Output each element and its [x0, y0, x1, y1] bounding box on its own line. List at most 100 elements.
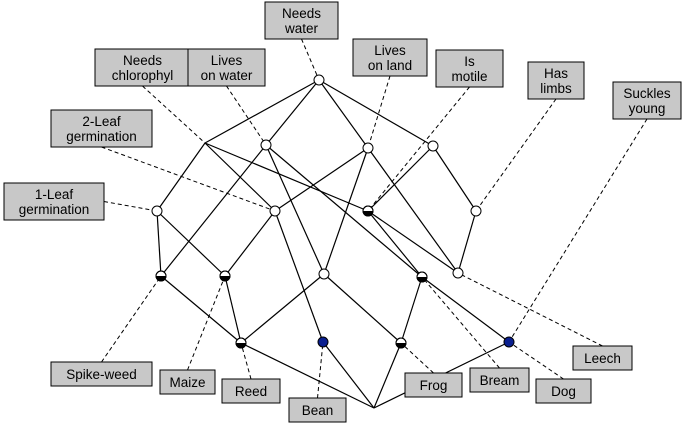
lattice-edge — [367, 210, 459, 274]
lattice-node — [362, 205, 374, 217]
label-text: 1-Leaf — [35, 187, 74, 202]
label-text: on land — [368, 58, 412, 73]
label-box-dog: Dog — [535, 378, 592, 404]
label-leader-line — [301, 38, 320, 81]
lattice-node — [416, 271, 428, 283]
lattice-node — [317, 336, 329, 348]
lattice-edge — [421, 276, 510, 343]
label-text: Dog — [551, 384, 576, 399]
lattice-edge — [156, 142, 206, 212]
lattice-edge — [367, 147, 459, 274]
lattice-edge — [156, 210, 162, 277]
label-box-frog: Frog — [404, 372, 463, 398]
label-leader-line — [508, 118, 648, 343]
label-text: chlorophyl — [112, 68, 174, 83]
label-text: Needs — [123, 53, 162, 68]
label-text: Bream — [480, 373, 520, 388]
label-leader-line — [457, 272, 603, 347]
lattice-edge — [373, 342, 402, 409]
label-box-leech: Leech — [572, 345, 633, 371]
label-box-reed: Reed — [221, 378, 281, 404]
label-text: Bean — [302, 403, 334, 418]
label-text: germination — [19, 202, 90, 217]
lattice-node — [503, 336, 515, 348]
label-leader-line — [400, 342, 434, 374]
label-leader-line — [367, 86, 470, 212]
label-text: Suckles — [623, 86, 671, 101]
lattice-edge — [156, 210, 226, 277]
lattice-node — [313, 74, 325, 86]
label-leader-line — [101, 275, 162, 363]
lattice-node — [395, 337, 407, 349]
lattice-edge — [274, 210, 324, 343]
label-leader-line — [421, 276, 500, 369]
lattice-edge — [367, 145, 434, 212]
lattice-node — [235, 337, 247, 349]
lattice-edge — [265, 79, 320, 146]
lattice-edge — [160, 144, 267, 277]
label-leader-line — [240, 342, 252, 380]
label-text: 2-Leaf — [82, 114, 121, 129]
label-text: young — [629, 101, 666, 116]
label-text: limbs — [540, 81, 572, 96]
lattice-edge — [323, 147, 369, 275]
lattice-edge — [322, 341, 375, 409]
lattice-edge — [432, 145, 477, 212]
label-leader-line — [142, 85, 206, 144]
lattice-edge — [224, 275, 242, 344]
label-leader-line — [226, 85, 267, 146]
label-text: Leech — [584, 351, 621, 366]
label-leader-line — [367, 75, 391, 149]
lattice-edge — [323, 273, 402, 344]
lattice-edge — [400, 276, 423, 344]
label-text: motile — [451, 69, 487, 84]
label-text: Spike-weed — [66, 367, 137, 382]
lattice-node — [269, 205, 281, 217]
label-text: on water — [201, 68, 253, 83]
lattice-edge — [204, 79, 320, 144]
lattice-node — [260, 139, 272, 151]
label-box-bream: Bream — [469, 367, 530, 393]
label-text: Lives — [211, 53, 243, 68]
lattice-node — [155, 270, 167, 282]
lattice-node — [470, 205, 482, 217]
lattice-node — [452, 267, 464, 279]
lattice-edge — [240, 342, 375, 409]
label-text: Lives — [374, 43, 406, 58]
lattice-node — [151, 205, 163, 217]
lattice-edge — [224, 210, 276, 277]
lattice-node — [427, 140, 439, 152]
lattice-node — [362, 142, 374, 154]
label-text: Is — [464, 54, 475, 69]
lattice-edge — [318, 79, 369, 149]
label-text: Has — [544, 66, 568, 81]
lattice-edge — [367, 210, 423, 278]
label-text: germination — [66, 129, 137, 144]
lattice-node — [318, 268, 330, 280]
lattice-edge — [240, 273, 325, 344]
label-text: Frog — [420, 378, 448, 393]
label-leader-line — [101, 146, 276, 212]
label-leader-line — [475, 98, 557, 212]
label-box-maize: Maize — [159, 369, 216, 395]
label-text: water — [284, 21, 319, 36]
lattice-edge — [274, 147, 369, 212]
label-text: Reed — [235, 384, 267, 399]
label-leader-line — [103, 201, 158, 212]
lattice-edge — [204, 142, 369, 212]
lattice-edge — [160, 275, 242, 344]
lattice-edge — [318, 79, 434, 147]
label-box-spike-weed: Spike-weed — [50, 361, 153, 387]
lattice-edge — [457, 210, 477, 274]
label-text: Maize — [169, 375, 205, 390]
label-text: Needs — [282, 6, 321, 21]
